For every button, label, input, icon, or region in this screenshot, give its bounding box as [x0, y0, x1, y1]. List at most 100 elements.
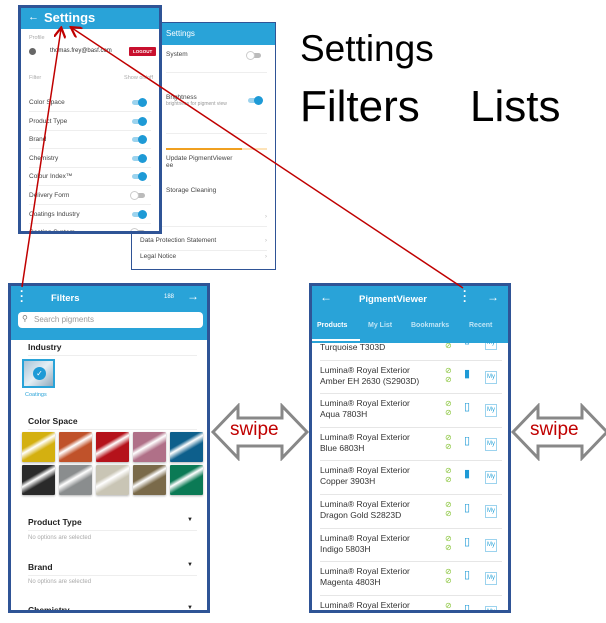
color-space-swatch[interactable]	[170, 465, 203, 495]
bookmark-icon[interactable]: ▯	[464, 343, 470, 346]
filter-toggle-label: Coatings Industry	[29, 210, 80, 218]
toggle-switch[interactable]	[130, 228, 145, 231]
filter-toggle-row[interactable]: Delivery Form	[29, 187, 151, 205]
toggle-switch[interactable]	[132, 135, 147, 145]
swipe-arrow-left	[210, 403, 310, 461]
add-to-my-list-icon[interactable]: My	[485, 471, 497, 485]
data-protection-row[interactable]: Data Protection Statement›	[140, 237, 267, 251]
search-icon: ⚲	[22, 314, 28, 323]
color-space-swatch[interactable]	[170, 432, 203, 462]
chemistry-heading[interactable]: Chemistry▼	[28, 605, 197, 611]
item-line1: Lumina® Royal Exterior	[320, 566, 410, 577]
tab-bookmarks[interactable]: Bookmarks	[411, 322, 450, 329]
bookmark-icon[interactable]: ▮	[464, 367, 471, 380]
brand-empty: No options are selected	[28, 579, 92, 585]
toggle-switch[interactable]	[132, 153, 147, 163]
system-row[interactable]: System	[166, 51, 267, 73]
update-label: Update PigmentViewer	[166, 155, 233, 162]
arrow-back-icon[interactable]: ←	[320, 290, 332, 304]
item-line1: Lumina® Royal Exterior	[320, 499, 410, 509]
filter-toggle-label: Color Space	[29, 99, 65, 106]
color-space-swatch[interactable]	[133, 432, 166, 462]
product-type-heading[interactable]: Product Type ▼	[28, 517, 197, 531]
chevron-right-icon: ›	[264, 253, 267, 260]
filter-toggle-row[interactable]: Coatings Industry	[29, 206, 151, 224]
color-space-swatch[interactable]	[59, 465, 92, 495]
bookmark-icon[interactable]: ▮	[464, 468, 471, 481]
item-line1: Lumina® Royal Exterior	[320, 364, 410, 375]
caret-down-icon: ▼	[187, 517, 193, 523]
add-to-my-list-icon[interactable]: My	[485, 538, 497, 552]
item-line2: Dragon Gold S2823D	[320, 510, 402, 520]
toggle-switch[interactable]	[130, 191, 145, 200]
item-line1: Lumina® Royal Exterior	[320, 532, 410, 543]
color-space-swatch[interactable]	[22, 465, 55, 495]
filter-toggle-row[interactable]: Coating System	[29, 224, 151, 231]
color-space-swatch[interactable]	[22, 432, 55, 462]
toggle-switch[interactable]	[132, 116, 147, 126]
more-vert-icon[interactable]: ···	[463, 284, 467, 308]
bookmark-icon[interactable]: ▯	[464, 401, 471, 414]
filter-toggle-row[interactable]: Brand	[29, 131, 151, 150]
product-type-label: Product Type	[28, 517, 82, 527]
filter-toggle-row[interactable]: Color Space	[29, 94, 151, 112]
status-check-icon: ⊘⊘	[445, 432, 452, 451]
brightness-toggle[interactable]	[248, 96, 263, 105]
tab-recent[interactable]: Recent	[469, 322, 493, 329]
industry-coatings-tile[interactable]: ✓	[22, 359, 55, 388]
caret-down-icon: ▼	[187, 605, 193, 611]
bookmark-icon[interactable]: ▯	[464, 569, 471, 582]
add-to-my-list-icon[interactable]: My	[485, 437, 497, 451]
filter-toggle-row[interactable]: Product Type	[29, 113, 151, 131]
status-check-icon: ⊘⊘	[445, 567, 452, 586]
logout-button[interactable]: LOGOUT	[129, 47, 157, 56]
brand-heading[interactable]: Brand▼	[28, 562, 197, 576]
tab-products[interactable]: Products	[317, 322, 348, 329]
filter-label: Filter	[29, 75, 42, 81]
bookmark-icon[interactable]: ▯	[464, 502, 471, 514]
legal-notice-row[interactable]: Legal Notice›	[140, 253, 267, 267]
toggle-switch[interactable]	[132, 98, 147, 107]
update-progress	[166, 148, 267, 150]
storage-cleaning[interactable]: Storage Cleaning	[166, 187, 217, 194]
add-to-my-list-icon[interactable]: My	[485, 404, 497, 418]
toggle-switch[interactable]	[132, 172, 147, 182]
tab-my-list[interactable]: My List	[368, 322, 393, 329]
filters-panel: ··· Filters 188 → ⚲ Search pigments Indu…	[8, 283, 210, 613]
settings-title: Settings	[44, 10, 96, 25]
bookmark-icon[interactable]: ▯	[464, 602, 471, 610]
color-space-swatch[interactable]	[96, 465, 129, 495]
more-vert-icon[interactable]: ···	[20, 284, 24, 308]
add-to-my-list-icon[interactable]: My	[485, 505, 497, 518]
color-space-swatch[interactable]	[96, 432, 129, 462]
color-space-swatch[interactable]	[59, 432, 92, 462]
brand-label: Brand	[28, 562, 53, 572]
list-item[interactable]: Lumina® ExteriorTurquoise T303D ⊘⊘ ▯ My	[320, 343, 502, 361]
bookmark-icon[interactable]: ▯	[464, 434, 471, 447]
toggle-switch[interactable]	[132, 209, 147, 219]
add-to-my-list-icon[interactable]: My	[485, 605, 497, 610]
arrow-forward-icon[interactable]: →	[487, 290, 499, 304]
color-space-swatch[interactable]	[133, 465, 166, 495]
system-toggle[interactable]	[246, 51, 261, 60]
add-to-my-list-icon[interactable]: My	[485, 343, 497, 350]
add-to-my-list-icon[interactable]: My	[485, 370, 497, 384]
arrow-forward-icon[interactable]: →	[187, 289, 199, 303]
bookmark-icon[interactable]: ▯	[464, 535, 471, 548]
add-to-my-list-icon[interactable]: My	[485, 572, 497, 586]
back-arrow-icon[interactable]: ←	[28, 11, 39, 23]
search-input[interactable]: ⚲ Search pigments	[18, 312, 203, 328]
filter-toggle-row[interactable]: Colour Index™	[29, 168, 151, 187]
list-item[interactable]: Lumina® Royal Exterior ⊘⊘ ▯ My	[320, 596, 502, 610]
filter-toggle-row[interactable]: Chemistry	[29, 150, 151, 168]
